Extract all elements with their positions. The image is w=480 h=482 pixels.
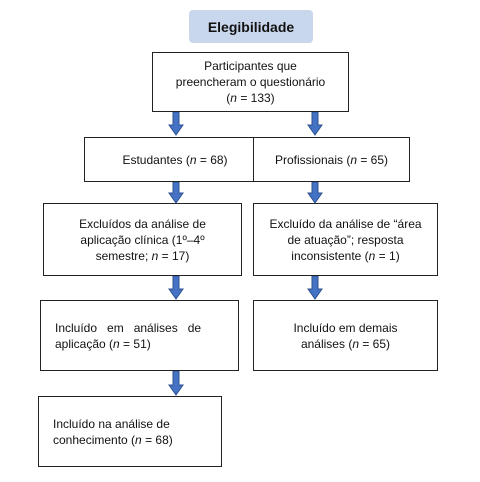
excluded-professionals-line-2: de atuação”; resposta [287,232,404,247]
participants-count: (n = 133) [226,91,275,105]
included-knowledge-line-2: conhecimento (n = 68) [53,432,173,447]
excluded-students-box: Excluídos da análise de aplicação clínic… [43,203,242,276]
arrow-to-students [168,112,184,136]
excluded-professionals-line-3: inconsistente (n = 1) [291,248,400,263]
participants-box: Participantes que preencheram o question… [152,52,349,112]
included-application-box: Incluído em análises de aplicação (n = 5… [40,300,239,371]
included-other-line-2: análises (n = 65) [300,336,391,351]
excluded-students-line-3: semestre; n = 17) [95,248,190,263]
included-other-box: Incluído em demais análises (n = 65) [253,300,438,371]
included-knowledge-line-1: Incluído na análise de [53,416,170,431]
eligibility-header-label: Elegibilidade [207,18,295,35]
arrow-to-included-other [307,276,323,300]
arrow-to-professionals [307,112,323,136]
arrow-to-included-application [168,276,184,300]
excluded-students-line-2: aplicação clínica (1º–4º [80,232,205,247]
included-knowledge-box: Incluído na análise de conhecimento (n =… [38,396,222,467]
eligibility-header: Elegibilidade [189,10,313,43]
arrow-to-excluded-students [168,182,184,204]
included-application-line-1: Incluído em análises de [55,320,202,335]
students-label: Estudantes (n = 68) [122,152,228,167]
arrow-to-excluded-professionals [307,182,323,204]
participants-line-2: preencheram o questionário [175,75,326,89]
professionals-box: Profissionais (n = 65) [253,137,410,182]
participants-line-1: Participantes que [204,59,297,73]
excluded-professionals-box: Excluído da análise de “área de atuação”… [253,203,438,276]
included-other-line-1: Incluído em demais [293,320,398,335]
included-application-line-2: aplicação (n = 51) [55,336,151,351]
students-box: Estudantes (n = 68) [84,137,266,182]
excluded-students-line-1: Excluídos da análise de [79,216,206,231]
excluded-professionals-line-1: Excluído da análise de “área [269,216,422,231]
professionals-label: Profissionais (n = 65) [274,152,389,167]
arrow-to-included-knowledge [168,371,184,396]
